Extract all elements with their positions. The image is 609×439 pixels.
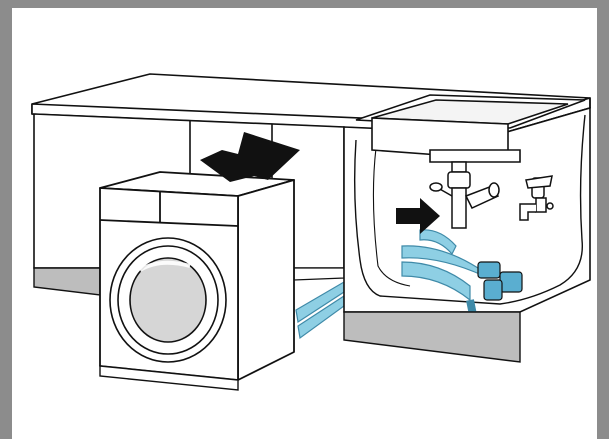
floor-gap (293, 267, 345, 281)
sink-basin (355, 94, 586, 163)
drain-hose-floor (295, 280, 345, 340)
cabinet-cutaway (353, 114, 586, 305)
machine-base (99, 365, 239, 391)
push-arrow-icon (200, 132, 300, 182)
machine-door (109, 237, 227, 363)
left-plinth (33, 267, 101, 296)
right-plinth (343, 311, 521, 363)
water-tap (519, 175, 554, 221)
hoses-inside-cabinet (401, 229, 523, 331)
right-arrow-icon (396, 198, 440, 234)
sink-siphon (429, 161, 500, 229)
